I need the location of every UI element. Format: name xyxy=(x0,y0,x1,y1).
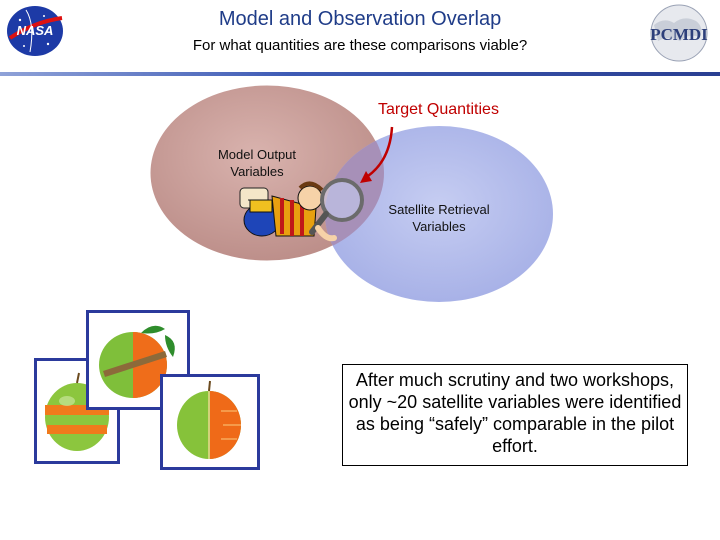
target-arrowhead xyxy=(360,171,372,183)
apple-orange-photo-3 xyxy=(160,374,260,470)
summary-callout: After much scrutiny and two workshops, o… xyxy=(342,364,688,466)
target-quantities-label: Target Quantities xyxy=(378,101,499,118)
pcmdi-logo: PCMDI xyxy=(640,3,718,63)
slide-subtitle: For what quantities are these comparison… xyxy=(192,37,528,54)
target-arrow xyxy=(367,126,394,178)
nasa-logo-text: NASA xyxy=(17,23,54,38)
magnifier-cartoon-icon xyxy=(239,178,364,242)
satellite-retrieval-label: Satellite Retrieval Variables xyxy=(388,202,490,234)
nasa-logo: NASA xyxy=(4,4,66,58)
slide-title: Model and Observation Overlap xyxy=(218,8,502,30)
header-divider xyxy=(0,72,720,76)
model-output-label: Model Output Variables xyxy=(217,147,297,179)
pcmdi-logo-text: PCMDI xyxy=(650,25,708,44)
